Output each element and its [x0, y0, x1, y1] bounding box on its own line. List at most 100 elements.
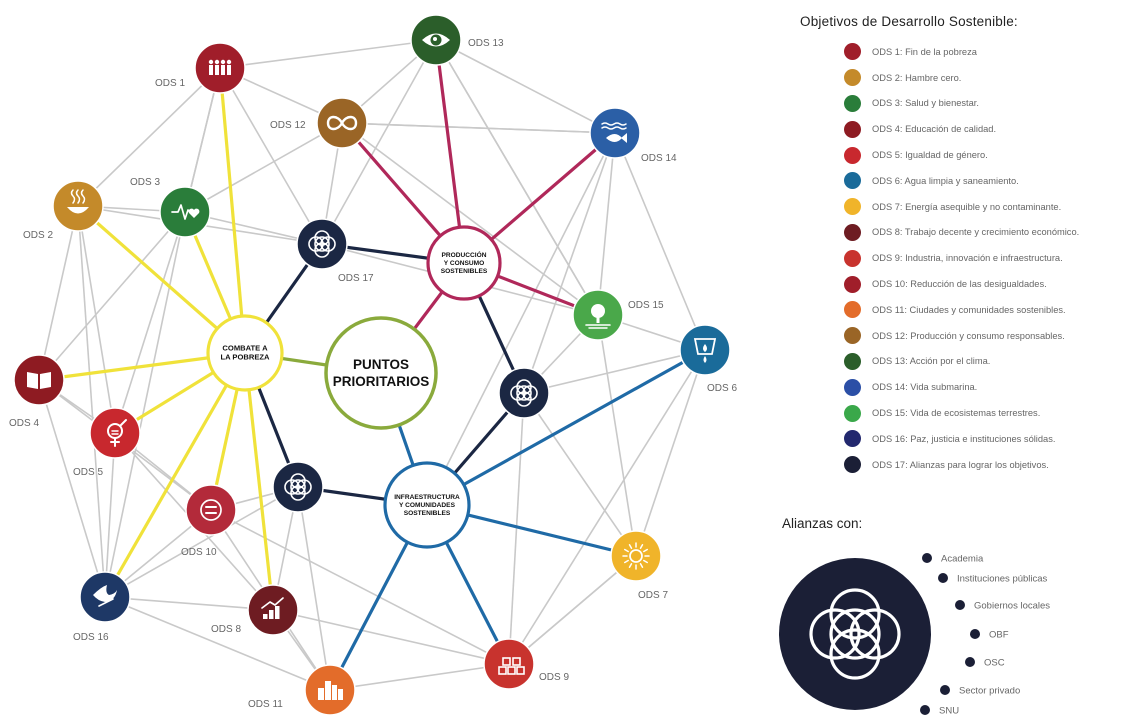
legend-item: ODS 3: Salud y bienestar. [844, 91, 1120, 117]
center-title-line2: PRIORITARIOS [333, 374, 430, 389]
legend-color-dot [844, 146, 861, 164]
legend-item: ODS 11: Ciudades y comunidades sostenibl… [844, 297, 1120, 323]
legend-color-dot [844, 301, 861, 319]
gray-edge [341, 122, 599, 316]
alliance-label: OBF [989, 630, 1009, 641]
alliance-item: SNU [920, 705, 959, 715]
legend-item: ODS 7: Energía asequible y no contaminan… [844, 194, 1120, 220]
gray-edge [329, 663, 510, 691]
hub-label: SOSTENIBLES [404, 510, 451, 517]
hub-label: Y CONSUMO [444, 260, 485, 267]
gray-edge [508, 392, 525, 665]
gray-edge [104, 486, 299, 598]
legend-item-label: ODS 2: Hambre cero. [872, 72, 962, 83]
gray-edge [426, 132, 616, 506]
legend-color-dot [844, 327, 861, 345]
legend-color-dot [844, 120, 861, 138]
legend-item-label: ODS 14: Vida submarina. [872, 382, 978, 393]
cubes-icon [498, 657, 525, 675]
alliance-item: OSC [965, 657, 1005, 669]
sdg-node-ods9: ODS 9 [483, 638, 569, 690]
sdg-node-label: ODS 7 [638, 590, 668, 601]
gray-edge [104, 211, 186, 598]
alliance-label: Sector privado [959, 686, 1020, 697]
gray-edge [77, 67, 221, 207]
sun-icon [622, 542, 650, 570]
growth-chart-icon [261, 597, 284, 619]
gray-edge [219, 39, 437, 69]
sdg-node-ods2: ODS 2 [23, 180, 104, 241]
gray-edge [114, 211, 186, 434]
sdg-node-ods17b [498, 367, 550, 419]
legend-color-dot [844, 172, 861, 190]
sdg-node-ods16: ODS 16 [73, 571, 131, 643]
legend-item: ODS 4: Educación de calidad. [844, 116, 1120, 142]
sdg-node-label: ODS 10 [181, 547, 217, 558]
gray-edge [321, 39, 437, 245]
gray-edge [435, 39, 616, 134]
heartbeat-icon [171, 204, 200, 220]
pobreza-edge [103, 352, 247, 598]
sdg-node-label: ODS 4 [9, 418, 39, 429]
hub-label: INFRAESTRUCTURA [394, 494, 460, 501]
gray-edge [523, 132, 616, 394]
sdg-node-ods17c [272, 461, 324, 513]
legend-item: ODS 10: Reducción de las desigualdades. [844, 271, 1120, 297]
sdg-node-label: ODS 5 [73, 467, 103, 478]
legend-item-label: ODS 6: Agua limpia y saneamiento. [872, 175, 1019, 186]
legend-color-dot [844, 430, 861, 448]
gray-edge [219, 67, 323, 245]
legend-color-dot [844, 223, 861, 241]
sdg-node-label: ODS 14 [641, 153, 677, 164]
legend-item: ODS 15: Vida de ecosistemas terrestres. [844, 400, 1120, 426]
rings-icon [308, 230, 336, 258]
gray-edge [523, 349, 706, 394]
alliance-bullet [955, 600, 965, 610]
gray-edge [38, 211, 186, 381]
legend-item: ODS 12: Producción y consumo responsable… [844, 323, 1120, 349]
rings-icon [510, 379, 538, 407]
sdg-node-label: ODS 13 [468, 38, 504, 49]
legend-color-dot [844, 43, 861, 61]
sdg-node-ods10: ODS 10 [181, 484, 237, 558]
alliance-label: Gobiernos locales [974, 601, 1050, 612]
tree-icon [585, 304, 611, 329]
gray-edge [184, 122, 343, 213]
legend-item-label: ODS 8: Trabajo decente y crecimiento eco… [872, 227, 1080, 238]
legend-color-dot [844, 352, 861, 370]
sdg-node-label: ODS 3 [130, 177, 160, 188]
gender-icon [107, 419, 127, 447]
sdg-node-label: ODS 8 [211, 624, 241, 635]
gray-edge [523, 392, 637, 557]
gray-edge [104, 432, 116, 598]
sdg-node-ods4: ODS 4 [9, 354, 65, 429]
sdg-node-label: ODS 6 [707, 383, 737, 394]
legend-item-label: ODS 1: Fin de la pobreza [872, 46, 977, 57]
alliance-bullet [970, 629, 980, 639]
legend-item: ODS 2: Hambre cero. [844, 65, 1120, 91]
legend-item-label: ODS 15: Vida de ecosistemas terrestres. [872, 408, 1041, 419]
legend-item-label: ODS 16: Paz, justicia e instituciones só… [872, 433, 1056, 444]
legend-item: ODS 6: Agua limpia y saneamiento. [844, 168, 1120, 194]
sdg-node-label: ODS 12 [270, 120, 306, 131]
legend-item: ODS 9: Industria, innovación e infraestr… [844, 245, 1120, 271]
family-icon [208, 59, 232, 75]
gray-edge [297, 486, 331, 691]
pobreza-edge [218, 67, 247, 354]
hub-label: SOSTENIBLES [441, 268, 488, 275]
gray-edge [597, 314, 637, 557]
gray-edge [508, 349, 706, 665]
water-drop-icon [693, 338, 717, 363]
sdg-node-label: ODS 15 [628, 300, 664, 311]
legend-item: ODS 17: Alianzas para lograr los objetiv… [844, 452, 1120, 478]
legend-item-label: ODS 4: Educación de calidad. [872, 124, 997, 135]
gray-edge [77, 205, 106, 598]
legend-color-dot [844, 94, 861, 112]
sdg-node-label: ODS 17 [338, 273, 374, 284]
legend-item-label: ODS 10: Reducción de las desigualdades. [872, 279, 1047, 290]
legend-color-dot [844, 404, 861, 422]
sdg-node-label: ODS 11 [248, 699, 283, 710]
sdg-node-label: ODS 1 [155, 78, 185, 89]
alliance-item: Academia [922, 553, 984, 565]
